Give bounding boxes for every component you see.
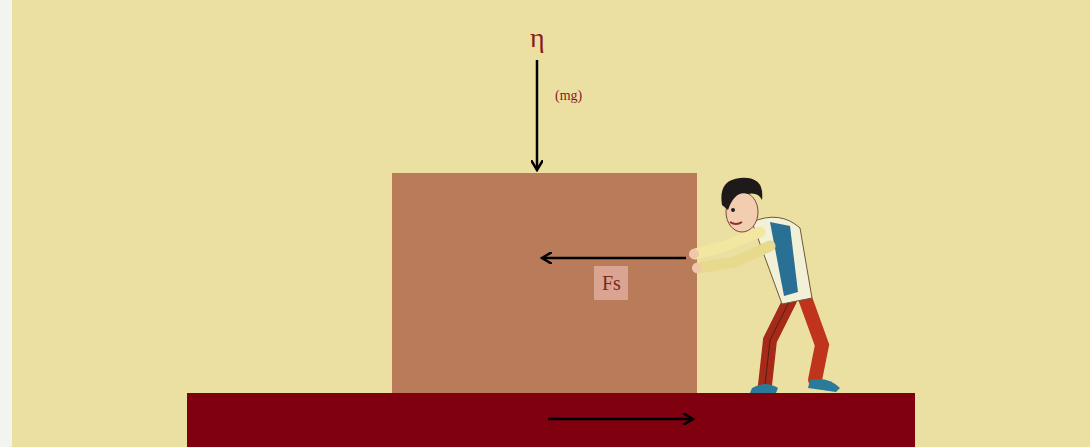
motion-arrow (548, 418, 693, 421)
floor (187, 393, 915, 447)
label-patch (594, 266, 628, 300)
weight-arrow (536, 60, 539, 170)
force-label: (mg) (555, 89, 582, 103)
force-label: Fs (600, 271, 623, 295)
background (12, 0, 1090, 447)
force-label: η (530, 24, 545, 52)
person-figure (689, 178, 840, 393)
force-arrow (542, 257, 686, 260)
crate (392, 173, 697, 393)
